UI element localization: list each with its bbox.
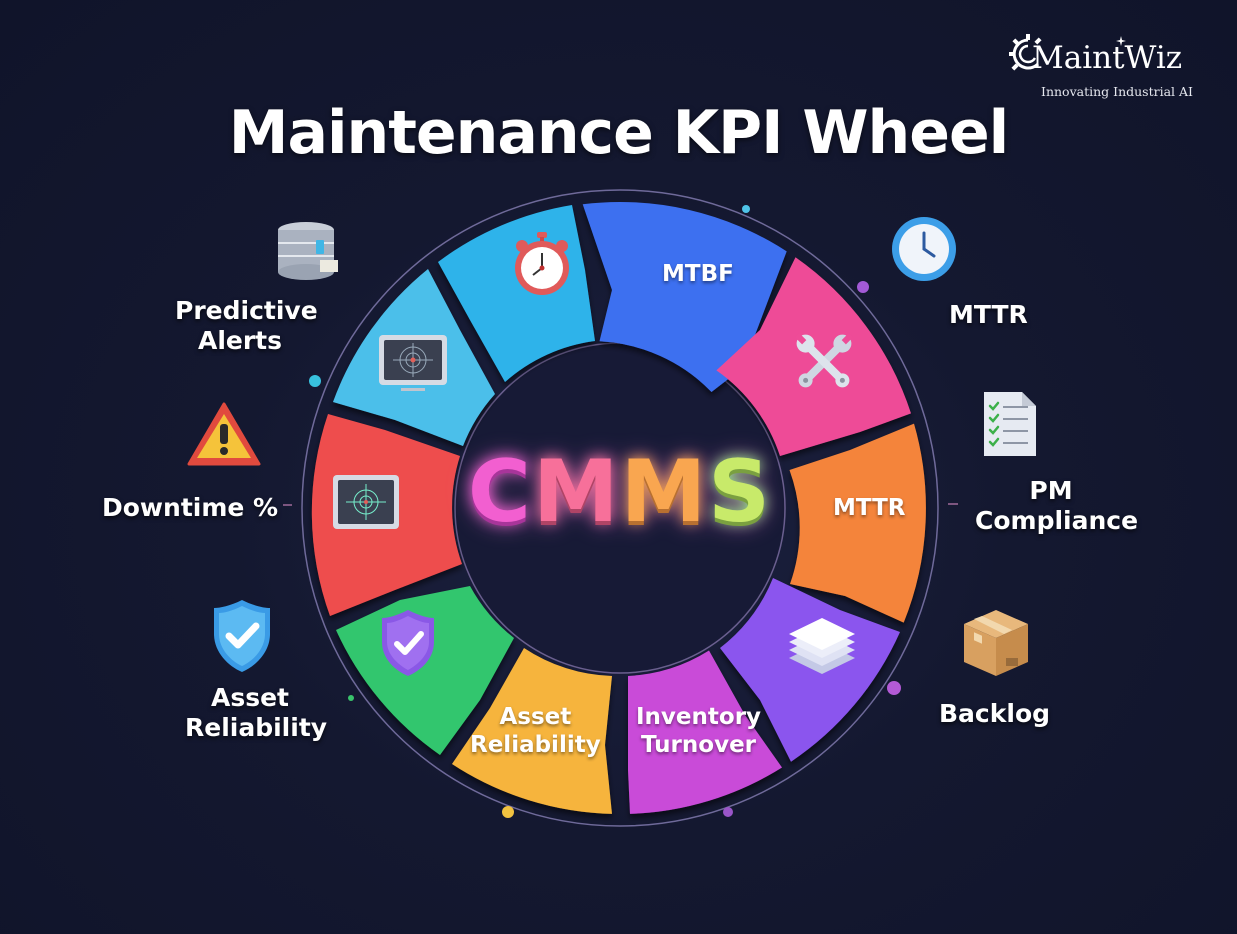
label-line: Reliability — [185, 713, 328, 742]
ring-dot — [857, 281, 869, 293]
ring-dot — [348, 695, 354, 701]
segment-label-inventory-turnover: Inventory Turnover — [636, 703, 761, 759]
checklist-document-icon — [984, 392, 1036, 456]
ring-dot — [309, 375, 321, 387]
label-line: PM — [1029, 476, 1073, 505]
sparkle-icon — [1116, 36, 1126, 46]
side-label-mttr: MTTR — [949, 300, 1028, 329]
gear-icon — [1009, 34, 1042, 71]
brand-tagline: Innovating Industrial AI — [1041, 84, 1193, 99]
cmms-letter: S — [708, 442, 773, 542]
target-monitor-icon — [379, 335, 447, 391]
cmms-letter: M — [532, 442, 621, 542]
segment-mttr[interactable] — [789, 423, 926, 623]
label-line: Turnover — [641, 732, 757, 758]
label-line: Inventory — [636, 704, 762, 730]
stacked-papers-icon — [789, 618, 855, 674]
segment-label-mtbf: MTBF — [662, 261, 734, 287]
side-label-asset-reliability: Asset Reliability — [185, 683, 328, 743]
cmms-letter: C — [467, 442, 533, 542]
shield-check-icon — [382, 610, 434, 676]
stopwatch-icon — [515, 232, 569, 295]
cmms-center-label: CMMS — [460, 442, 780, 542]
wrench-cross-icon — [795, 333, 853, 388]
brand-name: MaintWiz — [1032, 40, 1183, 76]
segment-backlog[interactable] — [720, 578, 900, 762]
cmms-letter: M — [620, 442, 709, 542]
warning-triangle-icon — [187, 402, 261, 466]
ring-dot — [887, 681, 901, 695]
label-line: Predictive — [175, 296, 318, 325]
database-icon — [278, 222, 338, 280]
ring-dot — [502, 806, 514, 818]
segment-asset-reliability[interactable] — [452, 648, 612, 814]
side-label-predictive-alerts: Predictive Alerts — [175, 296, 318, 356]
label-line: Asset — [210, 683, 289, 712]
label-line: Reliability — [470, 732, 601, 758]
segment-label-mttr: MTTR — [833, 495, 906, 521]
brand-logo: MaintWiz Innovating Industrial AI — [1008, 34, 1208, 104]
shield-check-icon — [214, 600, 270, 672]
segment-inventory[interactable] — [628, 650, 782, 814]
ring-dot — [742, 205, 750, 213]
side-label-downtime: Downtime % — [102, 493, 279, 522]
side-label-backlog: Backlog — [939, 699, 1051, 728]
clock-icon — [892, 217, 956, 281]
label-line: Compliance — [975, 506, 1139, 535]
ring-dot — [723, 807, 733, 817]
page-title: Maintenance KPI Wheel — [228, 98, 1009, 168]
segment-mtbf[interactable] — [582, 202, 787, 392]
side-label-pm-compliance: PM Compliance — [975, 476, 1139, 536]
segment-reliability-shield[interactable] — [336, 586, 514, 755]
label-line: Alerts — [197, 326, 283, 355]
segment-label-asset-reliability: Asset Reliability — [470, 703, 601, 759]
target-monitor-icon — [333, 475, 399, 529]
label-line: Asset — [499, 704, 572, 730]
outer-ring — [301, 189, 939, 827]
cardboard-box-icon — [964, 610, 1028, 676]
